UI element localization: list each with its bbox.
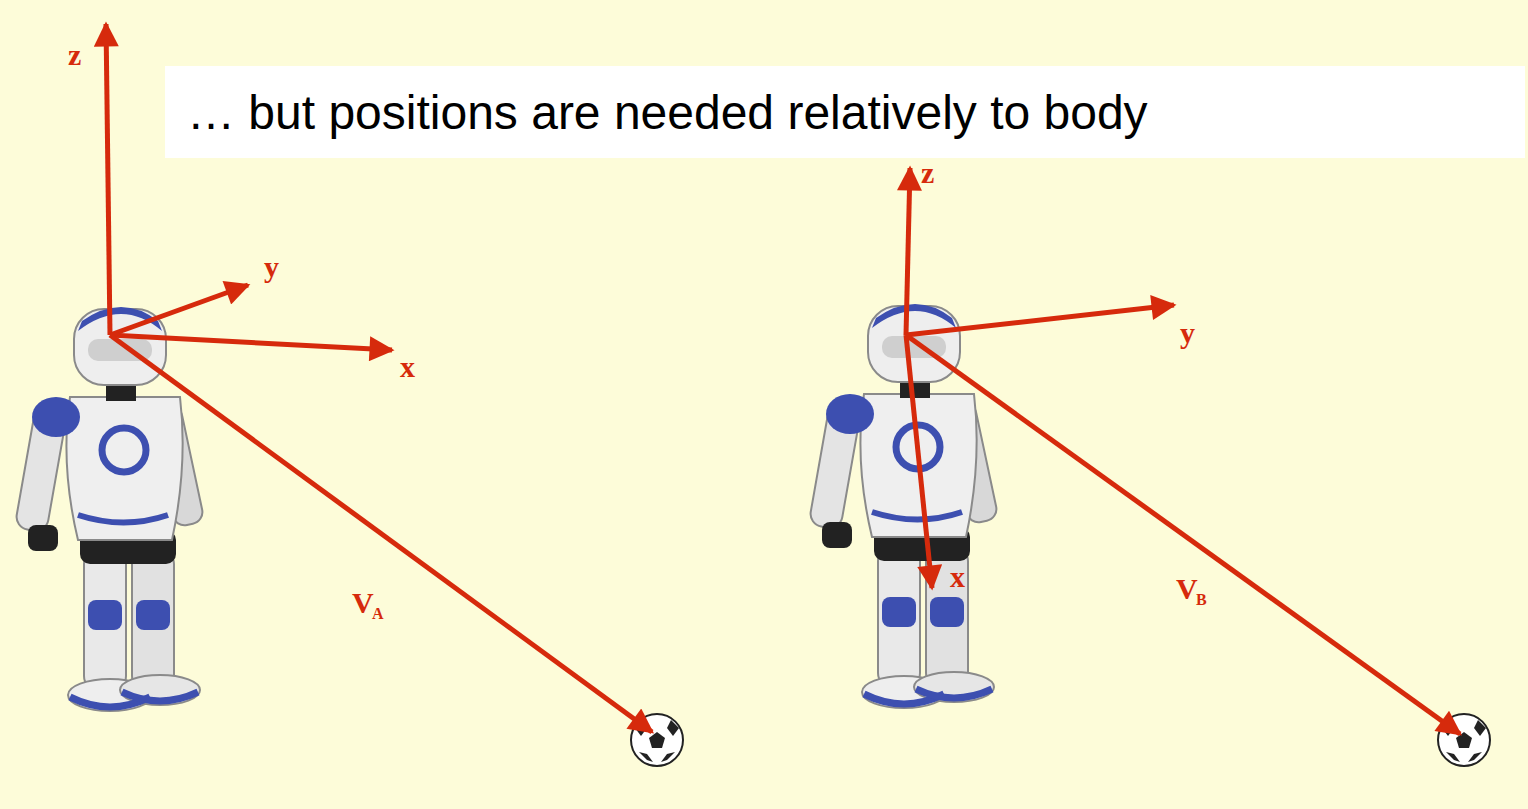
- axis-label: y: [264, 252, 279, 282]
- vector-subscript: B: [1196, 592, 1207, 608]
- axis-label: x: [400, 352, 415, 382]
- axis-label: z: [68, 40, 81, 70]
- axis-arrows: [110, 335, 392, 350]
- axis-arrows: [906, 335, 932, 588]
- axis-arrows: [110, 285, 248, 335]
- axis-arrows: [906, 168, 910, 335]
- slide-title: … but positions are needed relatively to…: [187, 85, 1148, 140]
- axis-label: x: [950, 562, 965, 592]
- axis-arrows: [110, 335, 652, 732]
- axis-arrows: [106, 24, 110, 335]
- axis-arrows: [906, 335, 1460, 734]
- robot-left: [15, 307, 205, 711]
- soccer-ball: [631, 714, 1490, 766]
- robot-left: [15, 307, 205, 711]
- vector-label: V: [352, 588, 374, 618]
- robot-right: [809, 304, 999, 708]
- axis-label: y: [1180, 318, 1195, 348]
- vector-label: V: [1176, 574, 1198, 604]
- vector-subscript: A: [372, 606, 384, 622]
- robot-right: [809, 304, 999, 708]
- axis-label: z: [921, 158, 934, 188]
- title-box: … but positions are needed relatively to…: [165, 66, 1525, 158]
- axis-arrows: [906, 305, 1174, 335]
